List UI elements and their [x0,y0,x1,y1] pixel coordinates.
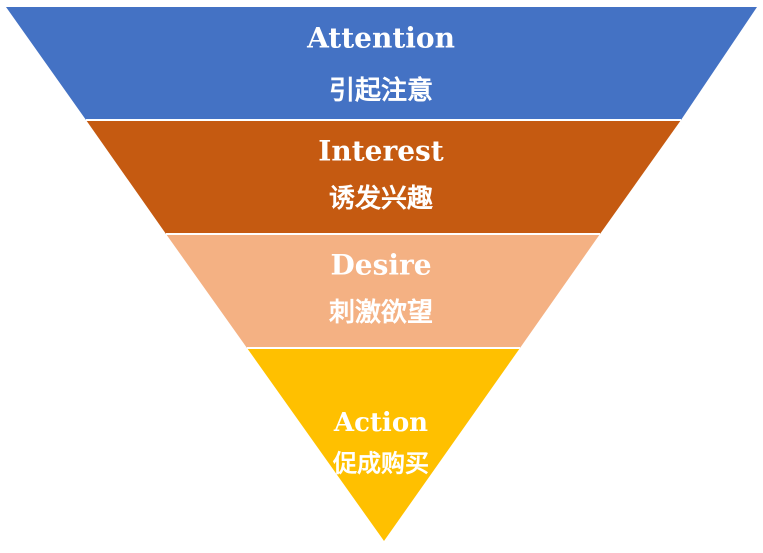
stage-title-action: Action [333,408,428,438]
funnel-band-interest [86,120,681,234]
stage-subtitle-attention: 引起注意 [329,75,433,106]
stage-subtitle-action: 促成购买 [332,449,429,478]
funnel-stage-action: Action 促成购买 [247,348,520,541]
stage-title-interest: Interest [318,135,444,168]
funnel-band-attention [6,7,757,120]
funnel-stage-attention: Attention 引起注意 [6,7,757,120]
funnel-band-action [247,348,520,541]
stage-title-attention: Attention [306,22,455,55]
funnel-stage-desire: Desire 刺激欲望 [166,234,600,348]
stage-subtitle-interest: 诱发兴趣 [329,183,433,214]
stage-title-desire: Desire [330,249,431,282]
stage-subtitle-desire: 刺激欲望 [329,297,433,328]
funnel-stage-interest: Interest 诱发兴趣 [86,120,681,234]
funnel-band-desire [166,234,600,348]
